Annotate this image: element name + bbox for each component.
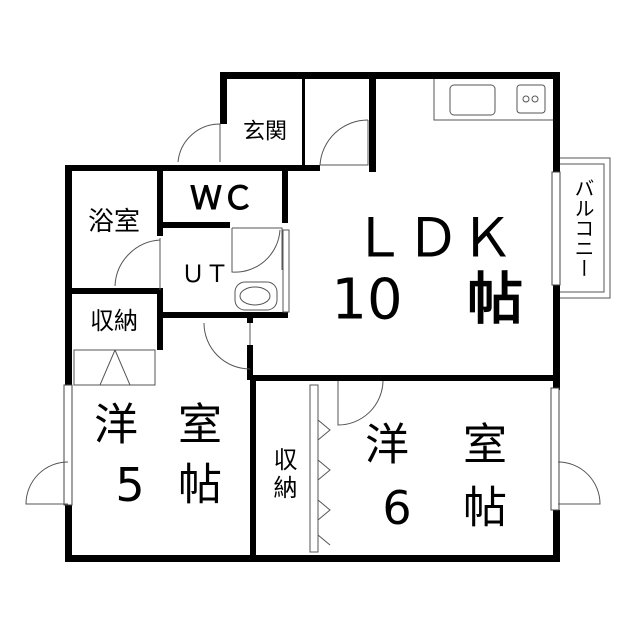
label-storage-left: 収納 — [90, 307, 138, 335]
label-room5-size: 5 — [115, 458, 144, 512]
label-room6-size: 6 — [382, 481, 411, 535]
room5-door — [203, 322, 251, 370]
exterior-door-room5 — [25, 461, 69, 505]
closet-folding-door — [309, 384, 331, 553]
label-storage-middle: 収納 — [269, 447, 297, 503]
label-room5-name-1: 洋 — [94, 400, 138, 451]
room6-door — [337, 380, 384, 426]
storage-left-door — [73, 349, 156, 386]
stove-icon — [516, 84, 546, 114]
utility-side-panel — [282, 229, 290, 313]
entrance-door — [177, 123, 221, 163]
label-room5-unit: 帖 — [178, 460, 222, 511]
walls — [65, 72, 560, 562]
label-entrance: 玄関 — [243, 120, 287, 145]
balcony-door-room6 — [557, 461, 601, 505]
kitchen-counter — [433, 75, 553, 121]
label-room6-name-1: 洋 — [365, 420, 409, 471]
label-room6-name-2: 室 — [463, 420, 507, 471]
ldk-door — [319, 119, 369, 166]
label-ldk-size: 10 — [331, 268, 402, 333]
bath-door — [114, 238, 161, 290]
label-balcony: バルコニー — [571, 178, 595, 278]
window-room6 — [550, 387, 560, 511]
label-ldk: ＬＤＫ — [352, 207, 514, 270]
label-room5-name-2: 室 — [178, 400, 222, 451]
wash-basin — [234, 281, 278, 311]
label-ldk-unit: 帖 — [467, 268, 523, 333]
wc-door — [231, 227, 283, 273]
label-bathroom: 浴室 — [88, 207, 140, 237]
label-utility: ＵＴ — [181, 260, 229, 288]
window-ldk — [551, 171, 561, 286]
label-room6-unit: 帖 — [463, 483, 507, 534]
label-wc: ＷＣ — [190, 179, 254, 217]
sink-icon — [449, 84, 496, 116]
window-room5 — [63, 384, 73, 506]
